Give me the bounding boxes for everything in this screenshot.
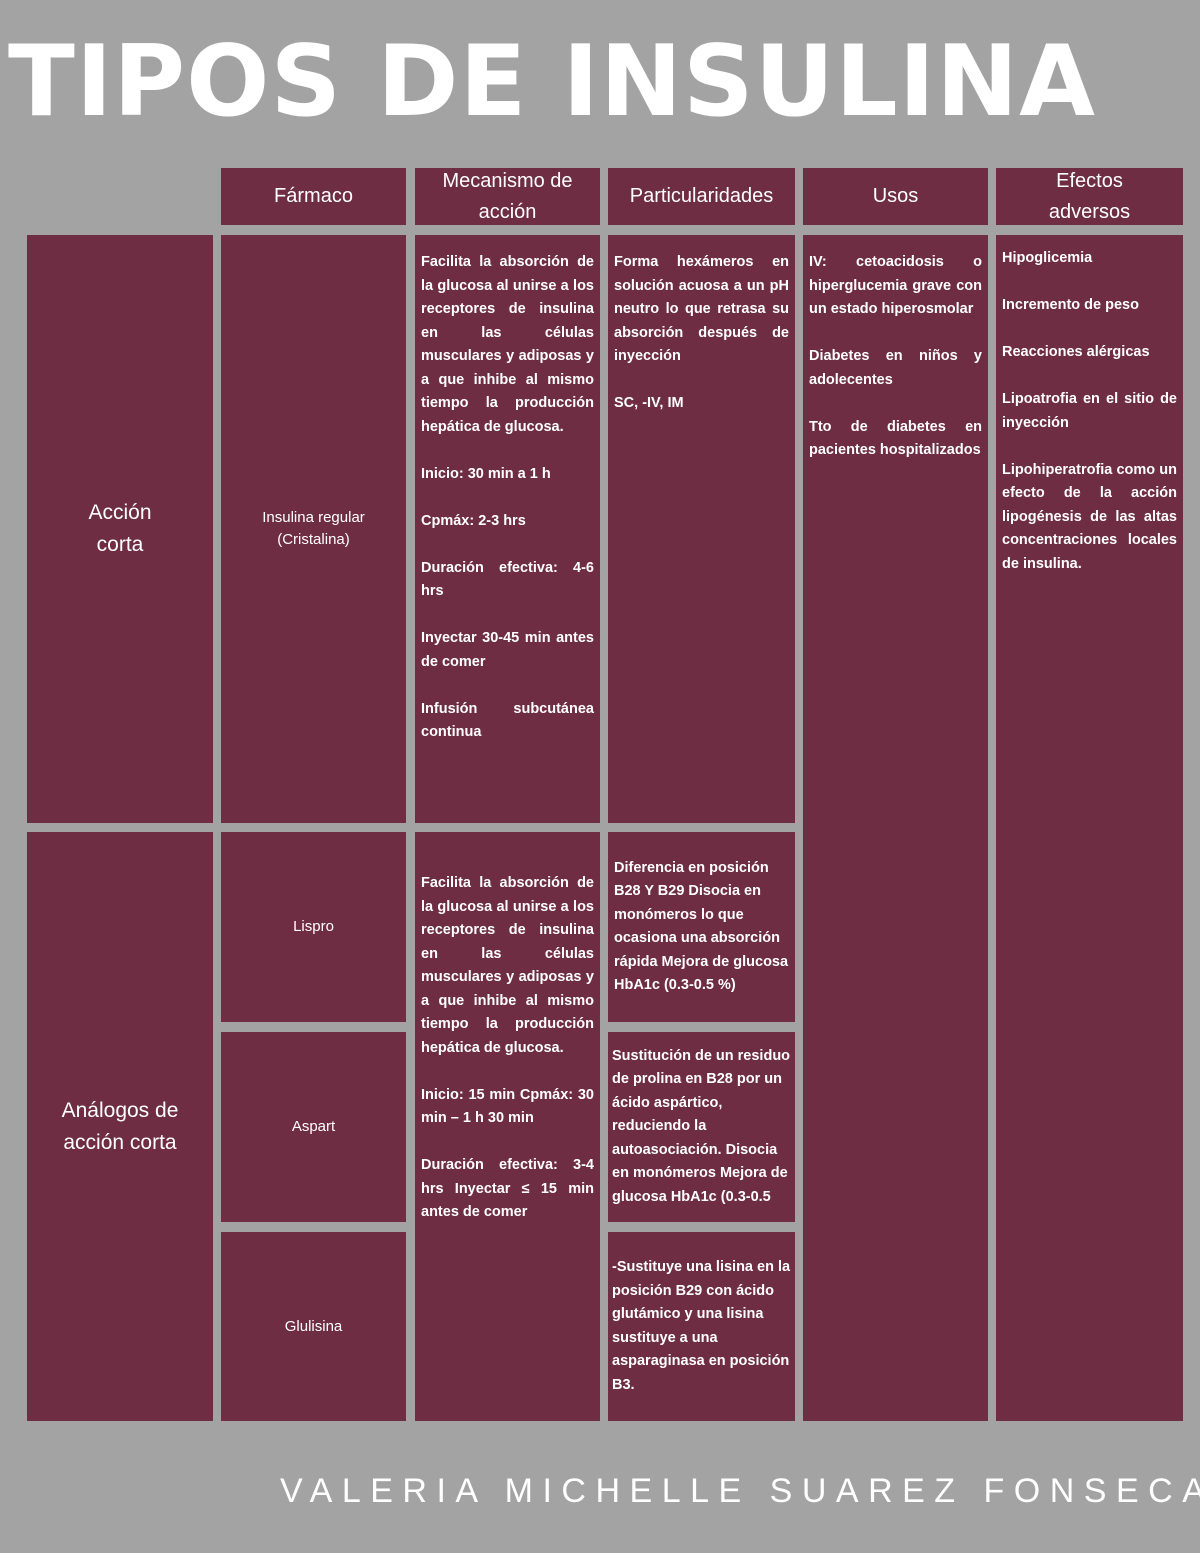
mecanismo-duracion: Duración efectiva: 4-6 hrs	[421, 559, 594, 600]
drug-insulina-regular: Insulina regular (Cristalina)	[221, 235, 406, 823]
particularidades-accion-corta: Forma hexámeros en solución acuosa a un …	[608, 235, 795, 823]
efectos-column: Hipoglicemia Incremento de peso Reaccion…	[996, 235, 1183, 1421]
mecanismo-accion-corta: Facilita la absorción de la glucosa al u…	[415, 235, 600, 823]
drug-aspart: Aspart	[221, 1032, 406, 1222]
mecanismo-cpmax: Cpmáx: 2-3 hrs	[421, 512, 526, 529]
header-farmaco: Fármaco	[221, 168, 406, 225]
particularidades-text: Forma hexámeros en solución acuosa a un …	[614, 254, 789, 364]
usos-item: IV: cetoacidosis o hiperglucemia grave c…	[809, 254, 982, 317]
mecanismo-infusion: Infusión subcutánea continua	[421, 700, 594, 741]
usos-column: IV: cetoacidosis o hiperglucemia grave c…	[803, 235, 988, 1421]
mecanismo-inyectar: Inyectar 30-45 min antes de comer	[421, 630, 594, 670]
row-label-accion-corta: Acción corta	[27, 235, 213, 823]
efectos-item: Incremento de peso	[1002, 297, 1139, 313]
row-label-analogos: Análogos de acción corta	[27, 832, 213, 1421]
particularidades-text: Diferencia en posición B28 Y B29 Disocia…	[614, 859, 789, 994]
usos-item: Tto de diabetes en pacientes hospitaliza…	[809, 418, 982, 459]
header-efectos: Efectos adversos	[996, 168, 1183, 225]
header-mecanismo: Mecanismo de acción	[415, 168, 600, 225]
mecanismo-analogos: Facilita la absorción de la glucosa al u…	[415, 832, 600, 1421]
particularidades-text: Sustitución de un residuo de prolina en …	[612, 1047, 791, 1205]
particularidades-lispro: Diferencia en posición B28 Y B29 Disocia…	[608, 832, 795, 1022]
usos-item: Diabetes en niños y adolecentes	[809, 348, 982, 388]
efectos-item: Lipoatrofia en el sitio de inyección	[1002, 391, 1177, 431]
efectos-item: Reacciones alérgicas	[1002, 344, 1150, 360]
mecanismo-text: Facilita la absorción de la glucosa al u…	[421, 875, 594, 1056]
header-usos: Usos	[803, 168, 988, 225]
drug-lispro: Lispro	[221, 832, 406, 1022]
drug-glulisina: Glulisina	[221, 1232, 406, 1421]
efectos-item: Lipohiperatrofia como un efecto de la ac…	[1002, 461, 1177, 572]
mecanismo-text: Facilita la absorción de la glucosa al u…	[421, 254, 594, 435]
mecanismo-inicio: Inicio: 30 min a 1 h	[421, 465, 551, 482]
particularidades-aspart: Sustitución de un residuo de prolina en …	[608, 1032, 795, 1222]
mecanismo-inicio: Inicio: 15 min Cpmáx: 30 min – 1 h 30 mi…	[421, 1086, 594, 1127]
particularidades-vias: SC, -IV, IM	[614, 395, 684, 411]
efectos-item: Hipoglicemia	[1002, 250, 1093, 266]
author-name: VALERIA MICHELLE SUAREZ FONSECA	[280, 1472, 1200, 1510]
mecanismo-duracion: Duración efectiva: 3-4 hrs Inyectar ≤ 15…	[421, 1157, 594, 1220]
header-particularidades: Particularidades	[608, 168, 795, 225]
page-title: TIPOS DE INSULINA	[8, 25, 1096, 139]
particularidades-text: -Sustituye una lisina en la posición B29…	[612, 1259, 791, 1393]
particularidades-glulisina: -Sustituye una lisina en la posición B29…	[608, 1232, 795, 1421]
